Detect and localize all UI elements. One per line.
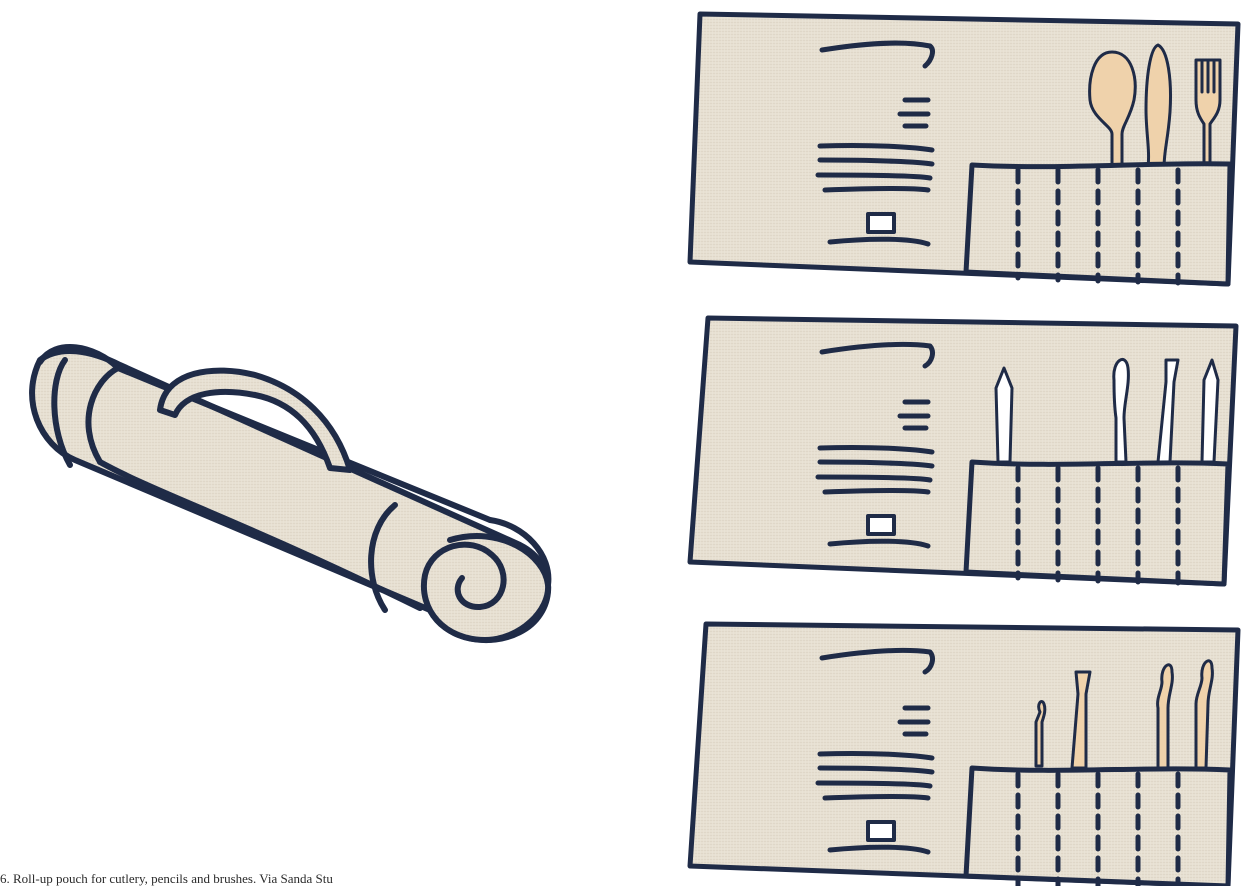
- tag: [868, 516, 894, 534]
- open-pouch-pencils: [690, 318, 1236, 584]
- figure-caption: 6. Roll-up pouch for cutlery, pencils an…: [0, 871, 560, 886]
- wooden-knife: [1146, 45, 1171, 168]
- pencil: [1202, 360, 1218, 462]
- rolled-pouch: [32, 347, 548, 640]
- tag: [868, 214, 894, 232]
- open-pouch-cutlery: [690, 14, 1238, 284]
- tag: [868, 822, 894, 840]
- roll-spiral: [424, 536, 548, 640]
- open-pouch-brushes: [690, 624, 1238, 886]
- pencil: [996, 368, 1012, 462]
